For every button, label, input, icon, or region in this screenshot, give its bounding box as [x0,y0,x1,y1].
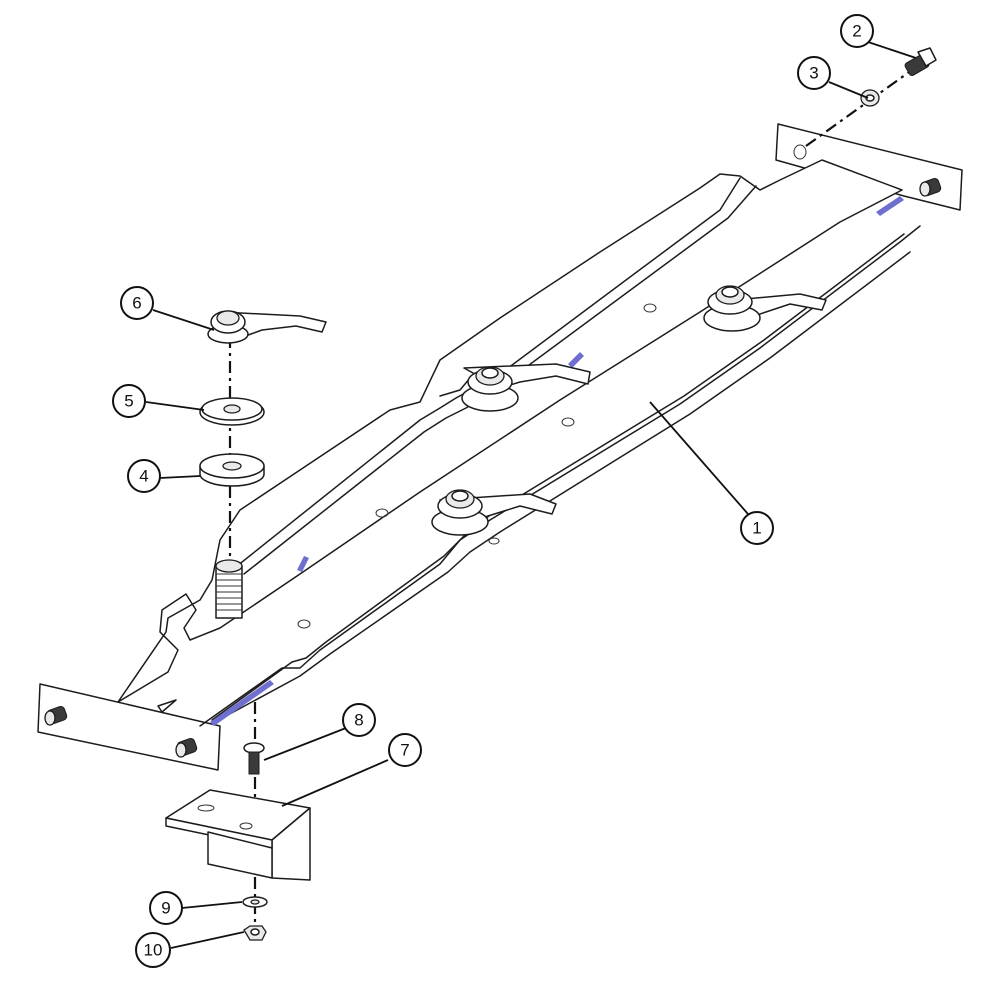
angle-bracket [165,789,311,881]
assembly-axis-right [805,69,913,147]
callout-5-label: 5 [124,392,133,411]
callout-9: 9 [149,891,183,925]
hex-nut-small [860,89,880,107]
slot-highlight [568,352,584,368]
right-end-plate [775,123,963,211]
callout-1-label: 1 [752,519,761,538]
stud [175,737,198,758]
channel-plate [117,159,903,703]
callout-5: 5 [112,384,146,418]
hex-bolt [904,47,937,76]
washer-large [199,397,265,426]
callout-4: 4 [127,459,161,493]
slot-highlight [210,680,274,726]
wing-nut [207,310,327,344]
callout-6-label: 6 [132,294,141,313]
callout-3: 3 [797,56,831,90]
slot-highlight [297,556,309,572]
callout-10: 10 [135,932,171,968]
slot-highlight [876,196,904,216]
mounted-clamp [703,285,827,332]
stud [919,177,942,197]
callout-4-label: 4 [139,467,148,486]
callout-8: 8 [342,703,376,737]
callout-7: 7 [388,733,422,767]
spacer-washer [199,453,265,487]
left-end-plate [37,683,221,771]
stud [44,705,68,726]
threaded-stud [215,559,243,619]
callout-6: 6 [120,286,154,320]
mounted-clamp [431,489,557,536]
callout-2-label: 2 [852,22,861,41]
main-bracket-assembly [37,123,963,771]
callout-1: 1 [740,511,774,545]
mounted-clamp [461,363,591,412]
callout-10-label: 10 [144,941,163,960]
callout-7-label: 7 [400,741,409,760]
hex-nut-bottom [243,925,267,941]
callout-9-label: 9 [161,899,170,918]
screw [243,742,265,775]
callout-8-label: 8 [354,711,363,730]
callout-2: 2 [840,14,874,48]
callout-3-label: 3 [809,64,818,83]
flat-washer-small [242,896,268,908]
